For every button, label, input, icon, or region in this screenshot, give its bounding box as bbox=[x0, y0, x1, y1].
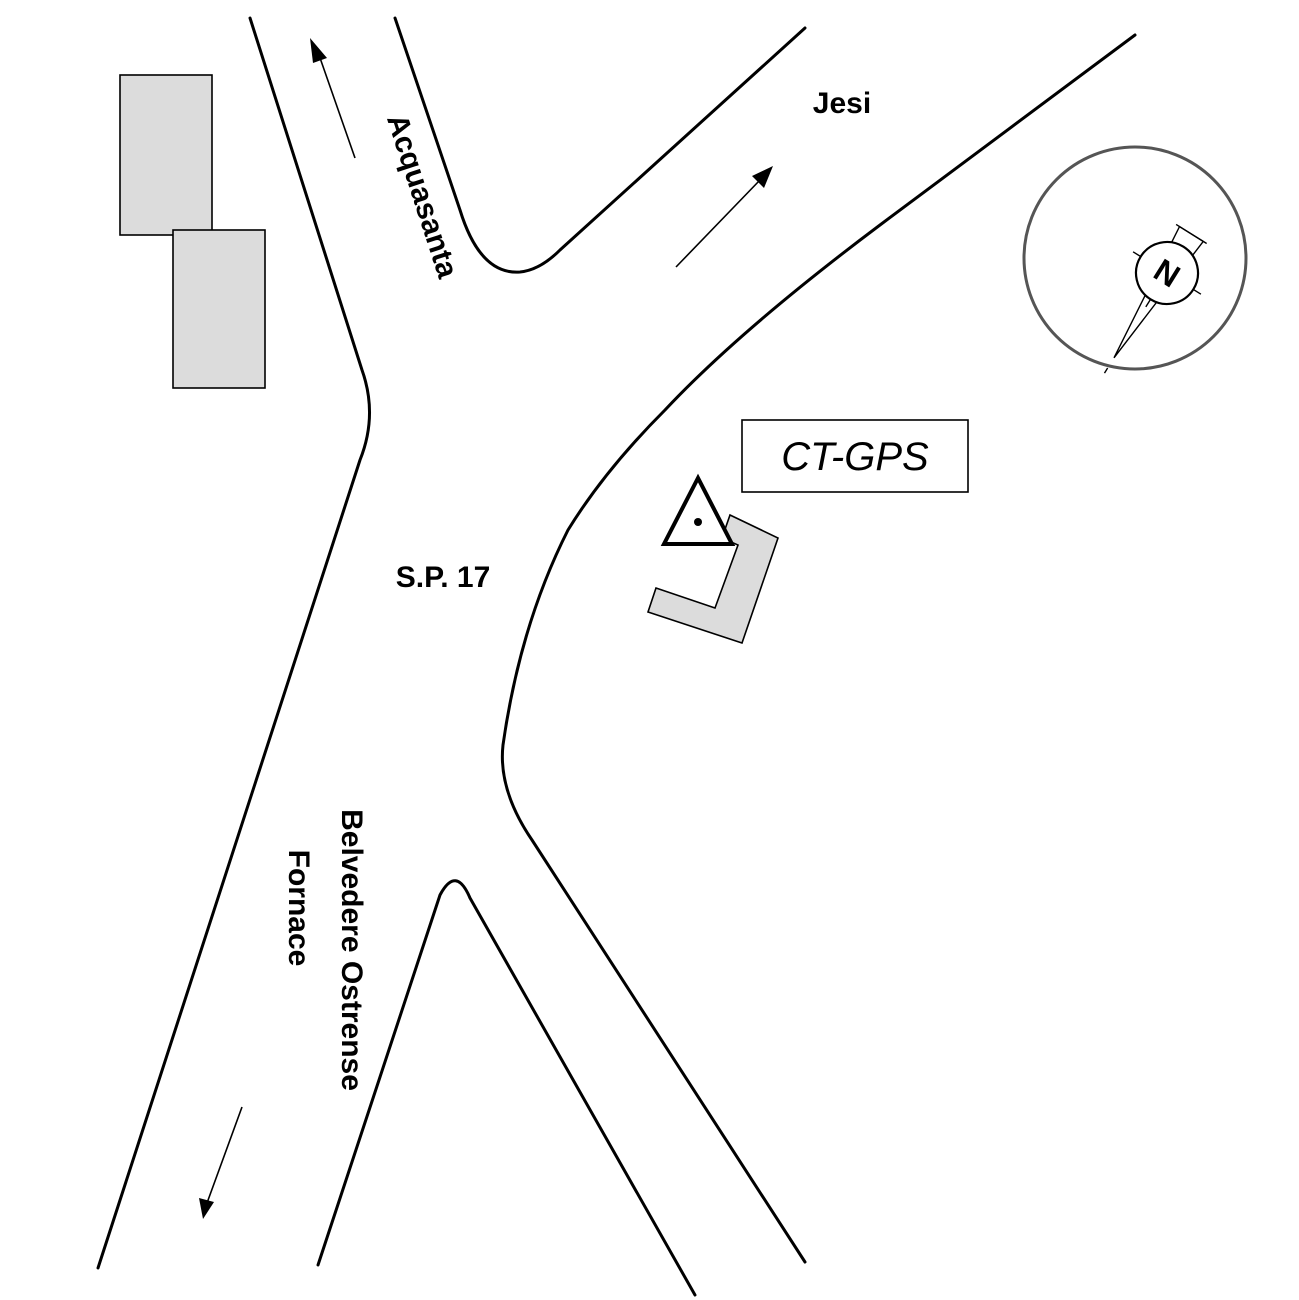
arrow-to-jesi bbox=[675, 166, 773, 268]
station-label-box bbox=[741, 419, 969, 493]
label-acquasanta: Acquasanta bbox=[380, 110, 464, 282]
label-fornace: Fornace bbox=[282, 850, 315, 967]
road-left-edge bbox=[96, 16, 371, 1270]
road-right-edge bbox=[500, 33, 1137, 1264]
triangle-benchmark-icon bbox=[660, 473, 736, 546]
label-jesi: Jesi bbox=[813, 87, 871, 120]
compass-rose: N bbox=[1022, 145, 1248, 374]
station-label: CT-GPS bbox=[781, 435, 929, 479]
building-west bbox=[172, 229, 266, 389]
label-road-name: S.P. 17 bbox=[396, 561, 491, 594]
compass-ring bbox=[1022, 145, 1248, 371]
north-arrow-icon bbox=[1103, 223, 1208, 374]
building-north-west bbox=[119, 74, 213, 236]
label-belvedere-ostrense: Belvedere Ostrense bbox=[335, 809, 368, 1091]
road-acquasanta-jesi-inner-edge bbox=[393, 16, 807, 274]
road-south-branch bbox=[316, 879, 697, 1297]
arrow-to-acquasanta bbox=[310, 38, 356, 159]
arrow-to-belvedere bbox=[199, 1106, 243, 1219]
